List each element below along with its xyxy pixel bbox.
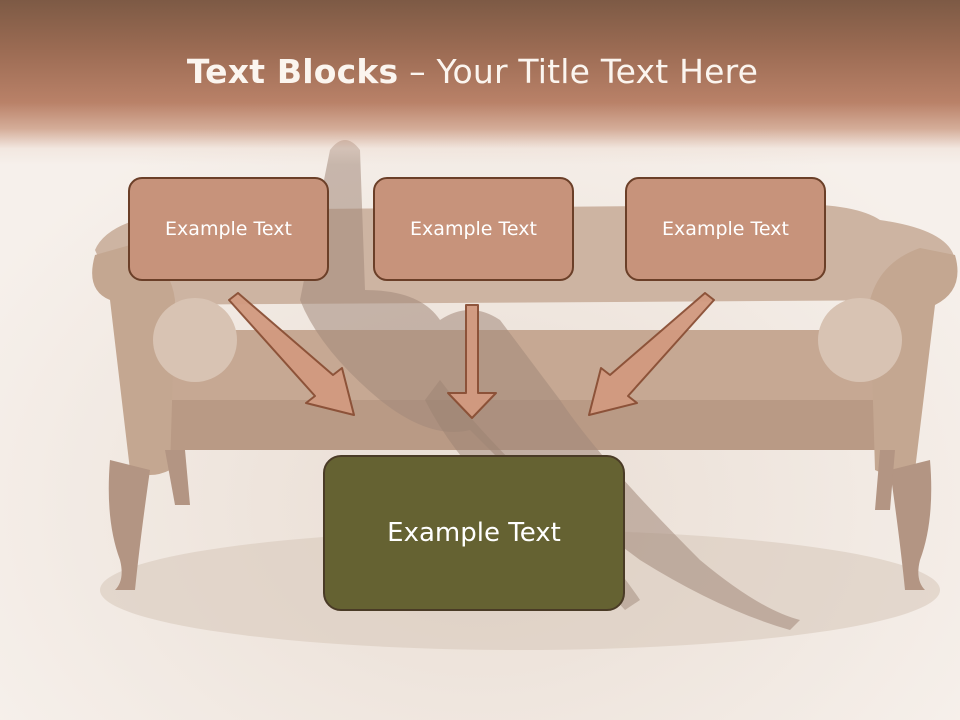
text-block-main-label: Example Text (387, 518, 561, 548)
text-block-3-label: Example Text (662, 218, 789, 240)
arrow-left-icon (228, 292, 355, 416)
title-separator: – (398, 52, 437, 91)
text-block-3[interactable]: Example Text (625, 177, 826, 281)
arrow-right-icon (588, 292, 715, 416)
text-block-main[interactable]: Example Text (323, 455, 625, 611)
header-band (0, 0, 960, 165)
text-block-1-label: Example Text (165, 218, 292, 240)
text-block-2-label: Example Text (410, 218, 537, 240)
text-block-1[interactable]: Example Text (128, 177, 329, 281)
text-block-2[interactable]: Example Text (373, 177, 574, 281)
title-bold-part: Text Blocks (186, 52, 399, 91)
title-rest: Your Title Text Here (436, 52, 759, 91)
slide-title: Text Blocks – Your Title Text Here (0, 52, 945, 91)
arrow-center-icon (447, 304, 497, 419)
